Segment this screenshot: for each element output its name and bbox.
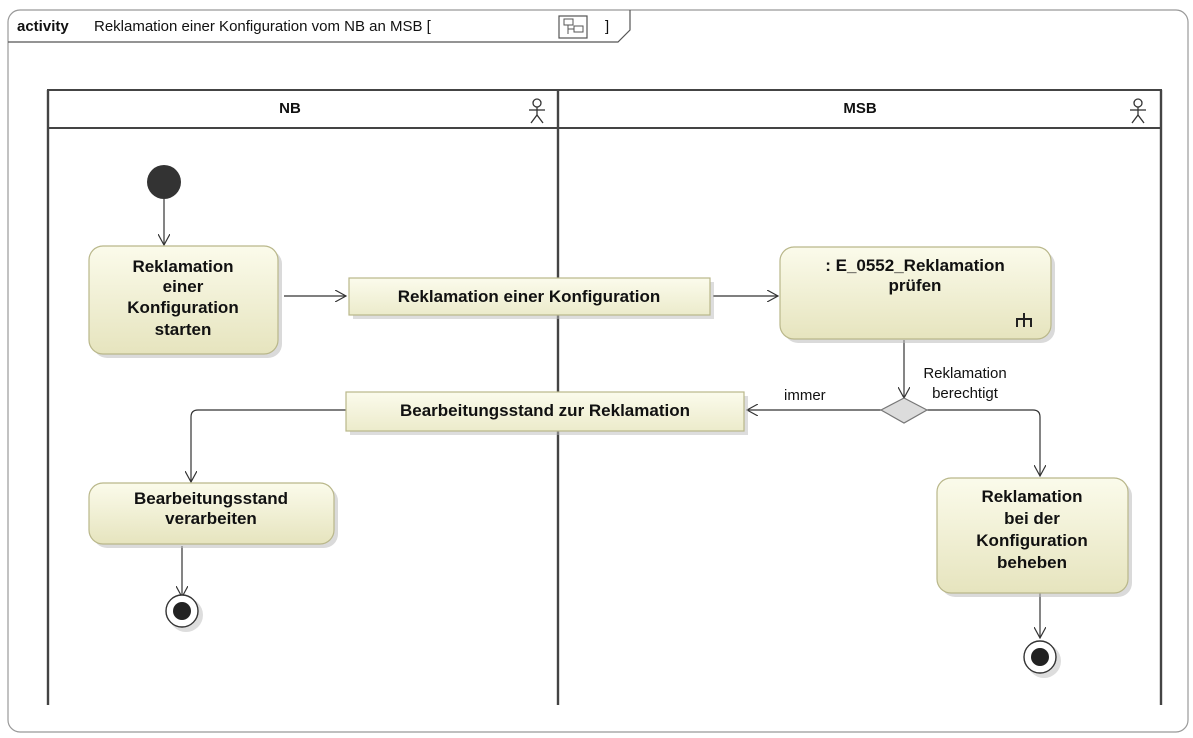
action-label: : E_0552_Reklamation [825,256,1005,275]
frame-keyword: activity [17,18,69,35]
lane-name-nb: NB [279,100,301,117]
action-label: Bearbeitungsstand [134,489,288,508]
action-label: einer [163,277,204,296]
final-node [1023,640,1061,678]
action-bearbeitungsstand-verarbeiten: Bearbeitungsstand verarbeiten [88,482,338,548]
action-label: Konfiguration [127,298,238,317]
diagram-frame [7,9,1189,733]
frame-title-close: ] [605,18,609,35]
action-label: Konfiguration [976,531,1087,550]
guard-label-immer: immer [784,387,826,404]
action-label: starten [155,320,212,339]
action-reklamation-pruefen: : E_0552_Reklamation prüfen [779,246,1055,343]
action-label: beheben [997,553,1067,572]
actor-icon [529,98,545,124]
object-label: Bearbeitungsstand zur Reklamation [400,401,690,420]
frame-header-tab [8,10,631,43]
initial-node [147,165,181,199]
object-node-bearbeitungsstand: Bearbeitungsstand zur Reklamation [345,391,748,435]
frame-title: Reklamation einer Konfiguration vom NB a… [94,18,432,35]
action-label: Reklamation [132,257,233,276]
action-label: Reklamation [981,487,1082,506]
object-node-reklamation: Reklamation einer Konfiguration [348,277,714,319]
guard-label-berechtigt: berechtigt [932,385,999,402]
action-label: verarbeiten [165,509,257,528]
guard-label-berechtigt: Reklamation [923,365,1006,382]
flow-edge [927,409,1040,476]
object-label: Reklamation einer Konfiguration [398,287,661,306]
activity-diagram-icon [558,15,588,39]
action-reklamation-starten: Reklamation einer Konfiguration starten [88,245,282,358]
flow-edge [191,409,346,482]
action-label: bei der [1004,509,1060,528]
final-node [165,594,203,632]
lane-name-msb: MSB [843,100,877,117]
actor-icon [1130,98,1146,124]
decision-node [879,397,929,424]
action-label: prüfen [889,276,942,295]
call-behavior-icon [1016,313,1032,327]
action-reklamation-beheben: Reklamation bei der Konfiguration behebe… [936,477,1132,597]
